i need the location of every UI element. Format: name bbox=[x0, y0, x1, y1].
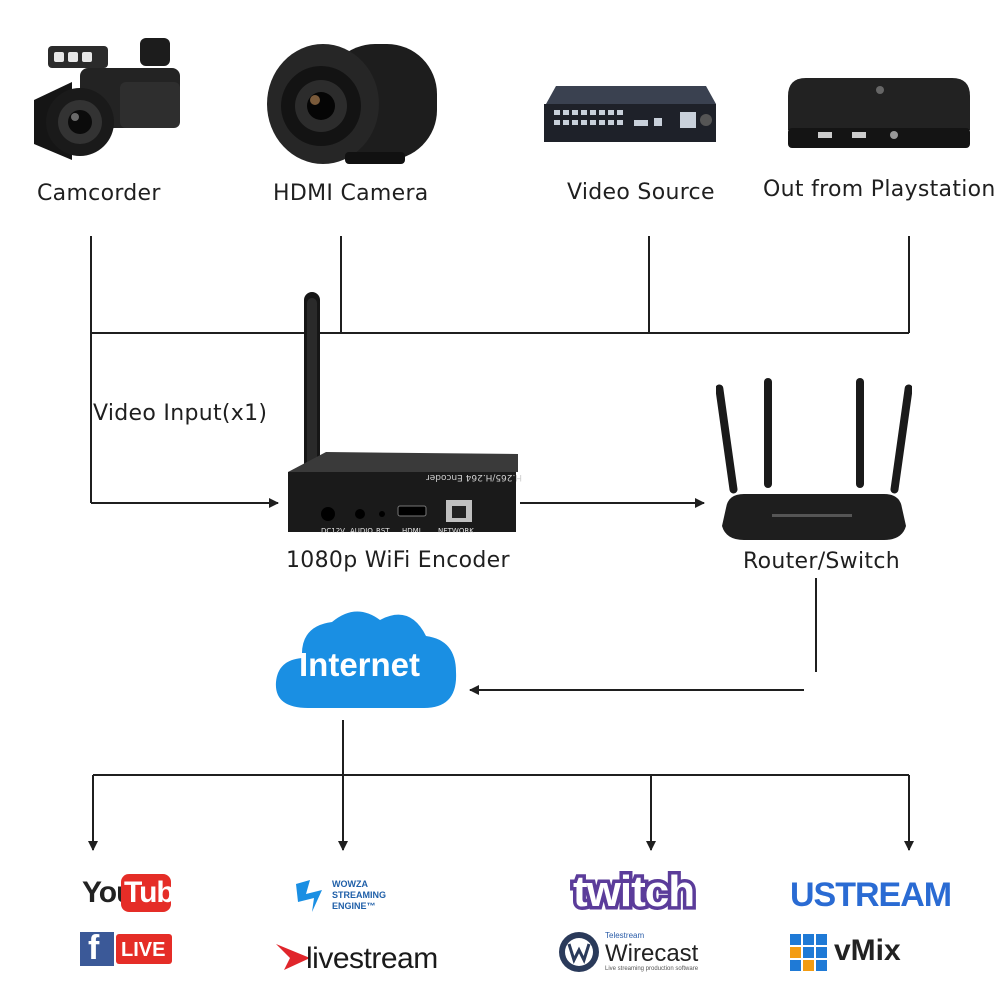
wowza-line-3: ENGINE™ bbox=[332, 901, 376, 911]
twitch-logo-text: twitch bbox=[569, 866, 698, 917]
facebook-live-text: LIVE bbox=[121, 939, 166, 961]
camcorder-icon bbox=[34, 38, 180, 160]
port-dc12v: DC12V bbox=[321, 527, 345, 535]
internet-cloud-icon bbox=[275, 611, 457, 708]
encoder-label: 1080p WiFi Encoder bbox=[286, 548, 510, 573]
router-label: Router/Switch bbox=[743, 549, 900, 574]
ustream-logo-text: USTREAM bbox=[790, 876, 952, 914]
youtube-tube-text: Tube bbox=[124, 876, 190, 909]
port-audio: AUDIO bbox=[350, 527, 373, 535]
livestream-icon bbox=[276, 944, 310, 970]
facebook-icon bbox=[80, 932, 114, 966]
port-rst: RST bbox=[376, 527, 390, 535]
playstation-box-icon bbox=[788, 78, 970, 148]
live-badge bbox=[116, 934, 172, 964]
port-hdmi: HDMI bbox=[402, 527, 421, 535]
encoder-device-icon bbox=[288, 292, 518, 532]
port-network: NETWORK bbox=[438, 527, 474, 535]
wirecast-text: Wirecast bbox=[605, 940, 699, 967]
facebook-f-text: f bbox=[88, 929, 100, 967]
hdmi-camera-icon bbox=[267, 44, 437, 164]
playstation-label: Out from Playstation bbox=[763, 177, 996, 202]
vmix-text: vMix bbox=[834, 934, 901, 967]
wirecast-subtitle: Live streaming production software bbox=[605, 966, 699, 972]
hdmi-camera-label: HDMI Camera bbox=[273, 181, 429, 206]
wowza-line-1: WOWZA bbox=[332, 879, 368, 889]
telestream-text: Telestream bbox=[605, 931, 645, 940]
wowza-icon bbox=[296, 880, 322, 912]
video-source-label: Video Source bbox=[567, 180, 715, 205]
camcorder-label: Camcorder bbox=[37, 181, 161, 206]
youtube-logo-badge bbox=[121, 874, 171, 912]
router-icon bbox=[716, 378, 912, 540]
livestream-text: livestream bbox=[306, 942, 438, 975]
internet-label: Internet bbox=[299, 646, 421, 683]
encoder-top-text: H.265/H.264 Encoder bbox=[426, 472, 522, 482]
video-source-icon bbox=[544, 86, 716, 142]
wowza-line-2: STREAMING bbox=[332, 890, 386, 900]
wirecast-icon bbox=[559, 932, 599, 972]
vmix-icon bbox=[790, 934, 827, 971]
video-input-label: Video Input(x1) bbox=[93, 401, 268, 426]
